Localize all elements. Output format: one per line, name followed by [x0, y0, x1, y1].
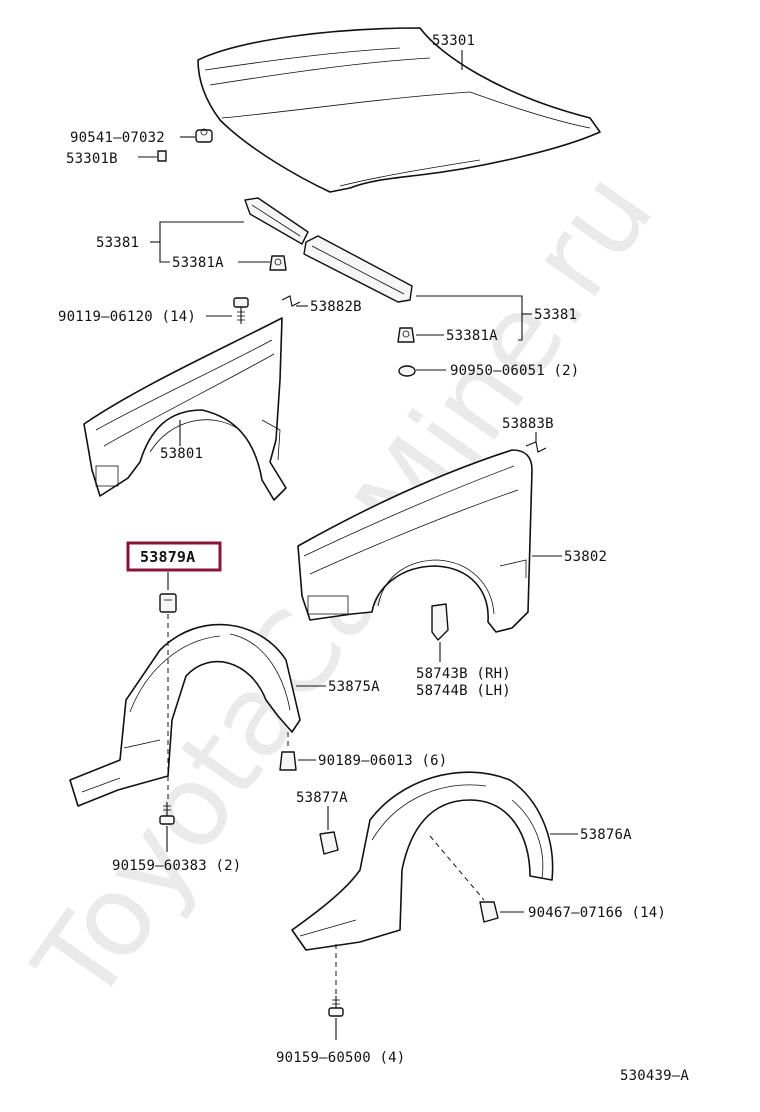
label-53879a[interactable]: 53879A — [140, 548, 195, 566]
hood-clip-53301b[interactable] — [157, 150, 167, 162]
fender-53802[interactable] — [297, 449, 533, 633]
clip-53381a-right[interactable] — [397, 327, 415, 343]
label-58744b: 58744B (LH) — [416, 683, 511, 699]
screw-90159-60383[interactable] — [159, 802, 175, 825]
label-90467-07166: 90467–07166 (14) — [528, 905, 666, 921]
bracket-53882b[interactable] — [281, 295, 301, 307]
hood-seal-53381-left[interactable] — [244, 197, 309, 245]
bracket-53883b[interactable] — [525, 441, 547, 453]
clip-53877a[interactable] — [319, 831, 339, 855]
label-53801: 53801 — [160, 446, 203, 462]
screw-90159-60500[interactable] — [328, 996, 344, 1017]
clip-53879a[interactable] — [159, 593, 177, 613]
fender-seal-58743b-58744b[interactable] — [431, 603, 449, 641]
label-53301: 53301 — [432, 33, 475, 49]
label-90119-06120: 90119–06120 (14) — [58, 309, 196, 325]
label-53882b: 53882B — [310, 299, 362, 315]
label-90159-60500: 90159–60500 (4) — [276, 1050, 405, 1066]
label-53877a: 53877A — [296, 790, 348, 806]
label-90541-07032: 90541–07032 — [70, 130, 165, 146]
clip-90467[interactable] — [479, 901, 499, 923]
label-53381a-right: 53381A — [446, 328, 498, 344]
label-53875a: 53875A — [328, 679, 380, 695]
label-90189-06013: 90189–06013 (6) — [318, 753, 447, 769]
clip-53381a-left[interactable] — [269, 255, 287, 271]
plug-90950[interactable] — [398, 365, 416, 377]
hood-seal-53381-right[interactable] — [303, 235, 413, 303]
fender-liner-53875a[interactable] — [69, 623, 301, 807]
label-90159-60383: 90159–60383 (2) — [112, 858, 241, 874]
label-53883b: 53883B — [502, 416, 554, 432]
label-53381-left: 53381 — [96, 235, 139, 251]
fender-liner-53876a[interactable] — [291, 771, 554, 951]
label-53301b: 53301B — [66, 151, 118, 167]
label-53802: 53802 — [564, 549, 607, 565]
label-58743b: 58743B (RH) — [416, 666, 511, 682]
label-53381-right: 53381 — [534, 307, 577, 323]
figure-code: 530439–A — [620, 1068, 689, 1084]
label-53381a-left: 53381A — [172, 255, 224, 271]
fender-53801[interactable] — [83, 317, 287, 501]
label-90950-06051: 90950–06051 (2) — [450, 363, 579, 379]
highlight-box-53879a — [126, 541, 222, 572]
hood-53301[interactable] — [197, 27, 601, 193]
hood-cushion-90541[interactable] — [195, 128, 213, 143]
label-53876a: 53876A — [580, 827, 632, 843]
bolt-90119[interactable] — [233, 297, 249, 324]
clip-90189[interactable] — [279, 751, 297, 771]
